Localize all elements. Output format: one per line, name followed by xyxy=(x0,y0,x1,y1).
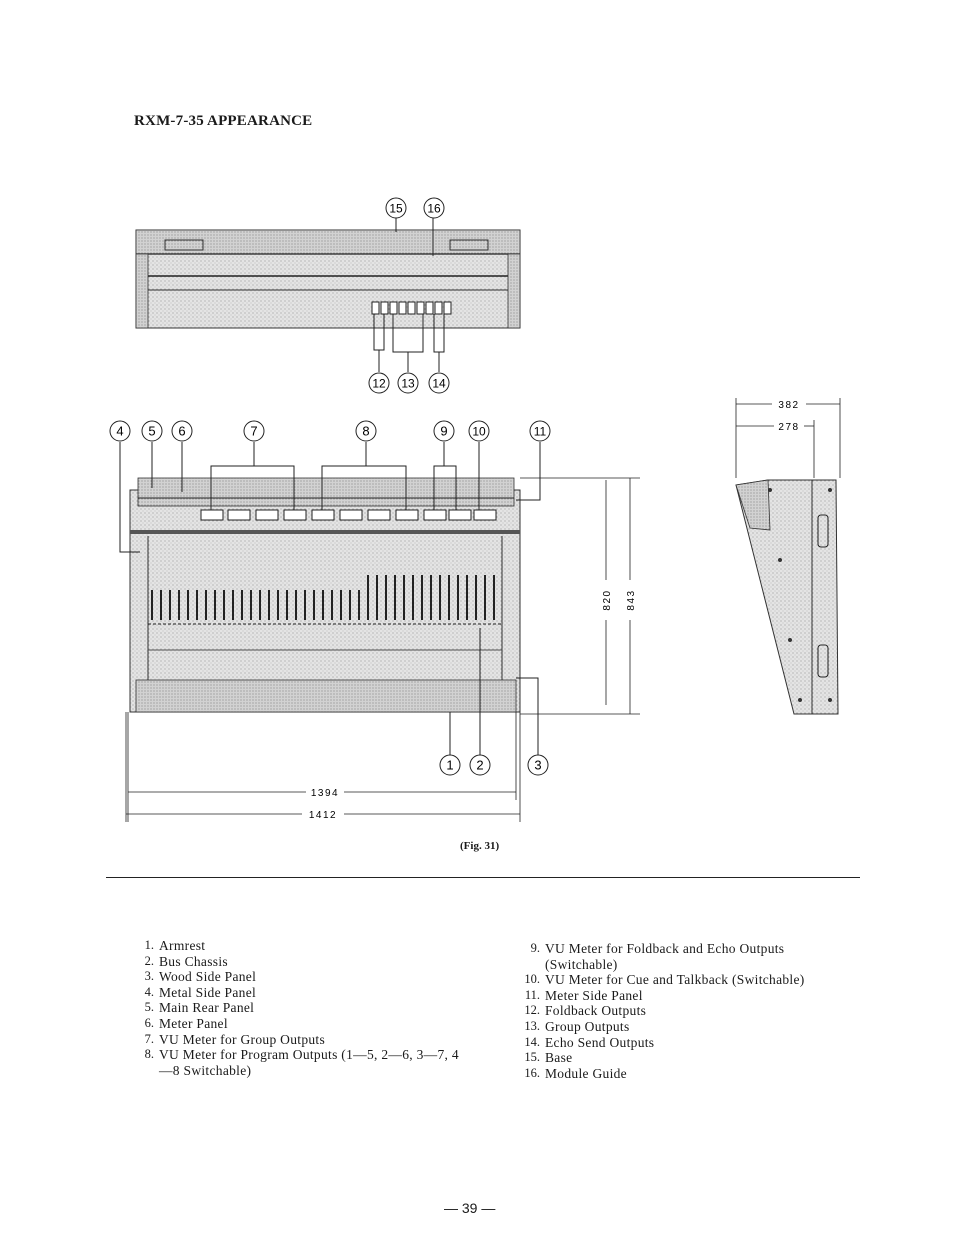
side-view-drawing xyxy=(735,398,841,715)
legend-item: 14. Echo Send Outputs xyxy=(518,1035,858,1051)
callout-4: 4 xyxy=(109,420,131,442)
callout-16: 16 xyxy=(423,197,445,219)
svg-text:3: 3 xyxy=(534,758,541,773)
callout-10: 10 xyxy=(468,420,490,442)
legend-text: Bus Chassis xyxy=(159,953,228,969)
width-dimension-lines xyxy=(125,712,521,822)
svg-text:12: 12 xyxy=(372,377,386,391)
legend-number: 16. xyxy=(524,1065,540,1080)
callout-7: 7 xyxy=(243,420,265,442)
svg-text:1: 1 xyxy=(446,758,453,773)
legend-text: VU Meter for Cue and Talkback (Switchabl… xyxy=(545,972,805,988)
legend-number: 11. xyxy=(524,987,540,1002)
legend-text: Base xyxy=(545,1050,573,1066)
legend-number: 4. xyxy=(144,984,154,999)
legend-number: 2. xyxy=(144,953,154,968)
callout-6: 6 xyxy=(171,420,193,442)
legend-number: 12. xyxy=(524,1003,540,1018)
legend-text: Wood Side Panel xyxy=(159,969,257,985)
callout-14: 14 xyxy=(428,372,450,394)
callout-11: 11 xyxy=(529,420,551,442)
svg-text:13: 13 xyxy=(401,377,415,391)
legend-number: 15. xyxy=(524,1050,540,1065)
callout-12: 12 xyxy=(368,372,390,394)
dim-height-inner: 820 xyxy=(602,589,613,610)
svg-text:16: 16 xyxy=(427,202,441,216)
legend-text: Armrest xyxy=(159,938,206,953)
legend-text: Foldback Outputs xyxy=(545,1003,647,1019)
dim-width-outer: 1412 xyxy=(309,810,337,821)
legend-item: 15. Base xyxy=(518,1050,858,1066)
callout-9: 9 xyxy=(433,420,455,442)
legend-text: Echo Send Outputs xyxy=(545,1034,655,1050)
callout-5: 5 xyxy=(141,420,163,442)
page-title: RXM-7-35 APPEARANCE xyxy=(134,113,313,129)
legend-item: 6. Meter Panel xyxy=(132,1016,462,1032)
legend-item: 9. VU Meter for Foldback and Echo Outputs… xyxy=(518,941,858,972)
height-dimension-lines xyxy=(520,477,640,715)
legend-number: 13. xyxy=(524,1018,540,1033)
legend-item: 8. VU Meter for Program Outputs (1—5, 2—6… xyxy=(132,1047,462,1078)
callout-3: 3 xyxy=(527,754,549,776)
legend-item: 2. Bus Chassis xyxy=(132,954,462,970)
legend-item: 1. Armrest xyxy=(132,938,462,954)
legend-number: 14. xyxy=(524,1034,540,1049)
svg-text:15: 15 xyxy=(389,202,403,216)
legend-number: 9. xyxy=(530,941,540,955)
figure-caption: (Fig. 31) xyxy=(460,840,500,852)
callout-8: 8 xyxy=(355,420,377,442)
legend-number: 5. xyxy=(144,1000,154,1015)
horizontal-divider xyxy=(106,877,860,878)
callout-15: 15 xyxy=(385,197,407,219)
legend-item: 10. VU Meter for Cue and Talkback (Switch… xyxy=(518,972,858,988)
front-view-drawing xyxy=(119,442,541,756)
legend-number: 8. xyxy=(144,1047,154,1062)
legend-list-left: 1. Armrest 2. Bus Chassis 3. Wood Side Pane… xyxy=(132,938,462,1078)
legend-text: VU Meter for Program Outputs (1—5, 2—6, … xyxy=(159,1047,459,1078)
legend-item: 12. Foldback Outputs xyxy=(518,1003,858,1019)
svg-text:11: 11 xyxy=(534,425,547,439)
legend-text: Module Guide xyxy=(545,1065,627,1081)
dim-width-inner: 1394 xyxy=(311,788,339,799)
legend-text: Meter Side Panel xyxy=(545,987,643,1003)
legend-text: VU Meter for Group Outputs xyxy=(159,1031,326,1047)
page-number: — 39 — xyxy=(444,1200,496,1216)
legend-item: 7. VU Meter for Group Outputs xyxy=(132,1032,462,1048)
legend-number: 1. xyxy=(144,938,154,952)
svg-text:14: 14 xyxy=(432,377,446,391)
callout-2: 2 xyxy=(469,754,491,776)
mixer-appearance-figure: 15 16 12 13 14 xyxy=(109,197,841,822)
callout-13: 13 xyxy=(397,372,419,394)
dim-depth-inner: 278 xyxy=(778,422,799,433)
legend-item: 13. Group Outputs xyxy=(518,1019,858,1035)
legend-text: Main Rear Panel xyxy=(159,1000,255,1016)
svg-text:8: 8 xyxy=(362,424,369,439)
legend-text: Meter Panel xyxy=(159,1015,228,1031)
legend-number: 7. xyxy=(144,1031,154,1046)
legend-item: 5. Main Rear Panel xyxy=(132,1000,462,1016)
legend-number: 3. xyxy=(144,969,154,984)
legend-item: 16. Module Guide xyxy=(518,1066,858,1082)
legend-text: VU Meter for Foldback and Echo Outputs (… xyxy=(545,941,785,972)
svg-text:2: 2 xyxy=(476,758,483,773)
dim-height-outer: 843 xyxy=(626,589,637,610)
rear-view-drawing xyxy=(135,218,521,372)
legend-text: Group Outputs xyxy=(545,1018,630,1034)
legend-number: 6. xyxy=(144,1015,154,1030)
svg-text:9: 9 xyxy=(440,424,447,439)
dim-depth-outer: 382 xyxy=(778,400,799,411)
legend-item: 4. Metal Side Panel xyxy=(132,985,462,1001)
legend-item: 3. Wood Side Panel xyxy=(132,969,462,985)
legend-item: 11. Meter Side Panel xyxy=(518,988,858,1004)
svg-text:5: 5 xyxy=(148,424,155,439)
callout-1: 1 xyxy=(439,754,461,776)
svg-text:6: 6 xyxy=(178,424,185,439)
legend-text: Metal Side Panel xyxy=(159,984,257,1000)
legend-list-right: 9. VU Meter for Foldback and Echo Outputs… xyxy=(518,941,858,1081)
legend-number: 10. xyxy=(524,972,540,987)
svg-text:7: 7 xyxy=(250,424,257,439)
svg-text:10: 10 xyxy=(472,425,486,439)
svg-text:4: 4 xyxy=(116,424,123,439)
